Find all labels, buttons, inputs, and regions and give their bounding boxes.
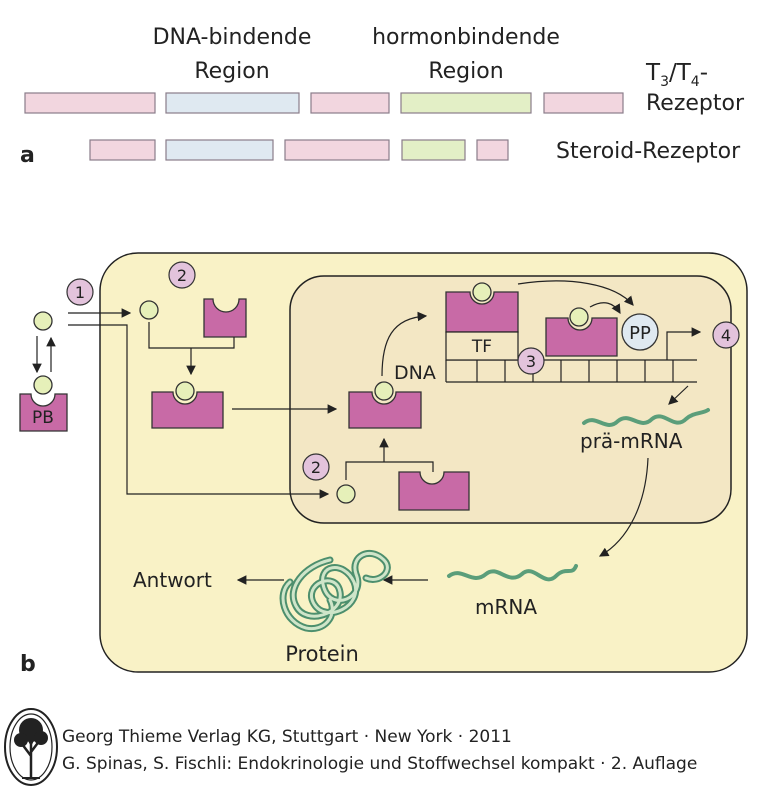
t3t4-sub4: 4	[691, 74, 700, 90]
footer-publisher-line: Georg Thieme Verlag KG, Stuttgart · New …	[62, 727, 512, 747]
receptor-unbound-nucleus	[398, 471, 470, 511]
pp-circle	[621, 313, 659, 351]
hormone-on-dna-complex	[472, 282, 492, 302]
receptor-complex-on-dna	[445, 291, 519, 333]
hormone-in-nucleus	[336, 484, 356, 504]
pb-bound-hormone	[33, 375, 53, 395]
arrow-complex-to-dna	[381, 311, 428, 377]
response-label: Antwort	[133, 568, 212, 592]
t3t4-dash: -	[700, 60, 708, 86]
pp-label: PP	[629, 323, 651, 344]
steroid-segment-5	[476, 139, 509, 161]
steroid-segment-3	[284, 139, 390, 161]
dna-binding-region-label-1: DNA-bindende	[153, 25, 312, 50]
step-3-marker	[517, 347, 545, 375]
hormone-receptor-complex-cytoplasm	[151, 391, 224, 429]
t3t4-receptor-bar	[24, 92, 624, 114]
arrow-entry-nucleus	[68, 324, 330, 499]
t3t4-T1: T	[645, 60, 661, 86]
complex-hormone-nucleus	[374, 381, 394, 401]
bracket-binding-nucleus	[345, 461, 434, 480]
protein-label: Protein	[285, 642, 359, 666]
dna-label: DNA	[394, 362, 436, 384]
hormone-binding-region-label-2: Region	[428, 59, 503, 84]
mrna-strand	[447, 564, 578, 582]
pre-mrna-label: prä-mRNA	[580, 429, 683, 453]
step-3-number: 3	[526, 352, 536, 371]
step-4-number: 4	[721, 326, 731, 345]
step-1-marker	[66, 278, 94, 306]
t3t4-segment-3	[310, 92, 390, 114]
arrow-tf-to-pp	[517, 280, 634, 306]
complex-hormone-cytoplasm	[175, 381, 195, 401]
t3t4-receptor-line2: Rezeptor	[646, 91, 745, 116]
steroid-hormone-binding-segment	[401, 139, 466, 161]
step-4-marker	[712, 321, 740, 349]
step-2-number-nucleus: 2	[311, 458, 321, 477]
coactivator-complex	[545, 317, 618, 357]
hormone-binding-region-label-1: hormonbindende	[372, 25, 560, 50]
binding-protein-pb	[19, 393, 68, 432]
tf-box	[445, 331, 519, 361]
step-2-marker-cytoplasm	[168, 261, 196, 289]
hormone-in-cytoplasm	[139, 300, 159, 320]
arrow-dna-to-premrna	[668, 385, 689, 405]
step-1-number: 1	[75, 283, 85, 302]
coactivator-hormone	[569, 307, 589, 327]
arrow-premrna-to-mrna	[598, 457, 649, 557]
part-a-label: a	[20, 143, 35, 168]
tf-label: TF	[471, 337, 492, 357]
protein-coil-inner	[281, 552, 389, 631]
pre-mrna-strand	[582, 408, 710, 427]
free-hormone-outside	[33, 311, 53, 331]
receptor-unbound-cytoplasm	[203, 298, 247, 338]
steroid-dna-binding-segment	[165, 139, 274, 161]
steroid-receptor-bar	[89, 139, 509, 161]
step-2-number-cytoplasm: 2	[177, 266, 187, 285]
publisher-logo	[4, 708, 58, 786]
t3t4-dna-binding-segment	[165, 92, 300, 114]
pb-label: PB	[32, 408, 54, 428]
transcription-start-arrow	[666, 327, 702, 360]
mrna-label: mRNA	[475, 595, 537, 619]
t3t4-receptor-label: T3/T4-	[645, 60, 708, 90]
step-2-marker-nucleus	[302, 453, 330, 481]
footer-book-line: G. Spinas, S. Fischli: Endokrinologie un…	[62, 754, 698, 774]
arrow-complex-to-pp	[589, 302, 621, 315]
hormone-receptor-complex-nucleus	[348, 391, 422, 429]
t3t4-hormone-binding-segment	[400, 92, 532, 114]
t3t4-segment-1	[24, 92, 156, 114]
steroid-receptor-label: Steroid-Rezeptor	[556, 139, 741, 164]
nucleus-outline	[289, 275, 732, 524]
dna-binding-region-label-2: Region	[194, 59, 269, 84]
steroid-segment-1	[89, 139, 156, 161]
t3t4-segment-5	[543, 92, 624, 114]
t3t4-slash: /T	[669, 60, 692, 86]
t3t4-sub3: 3	[660, 74, 669, 90]
part-b-label: b	[20, 652, 36, 677]
